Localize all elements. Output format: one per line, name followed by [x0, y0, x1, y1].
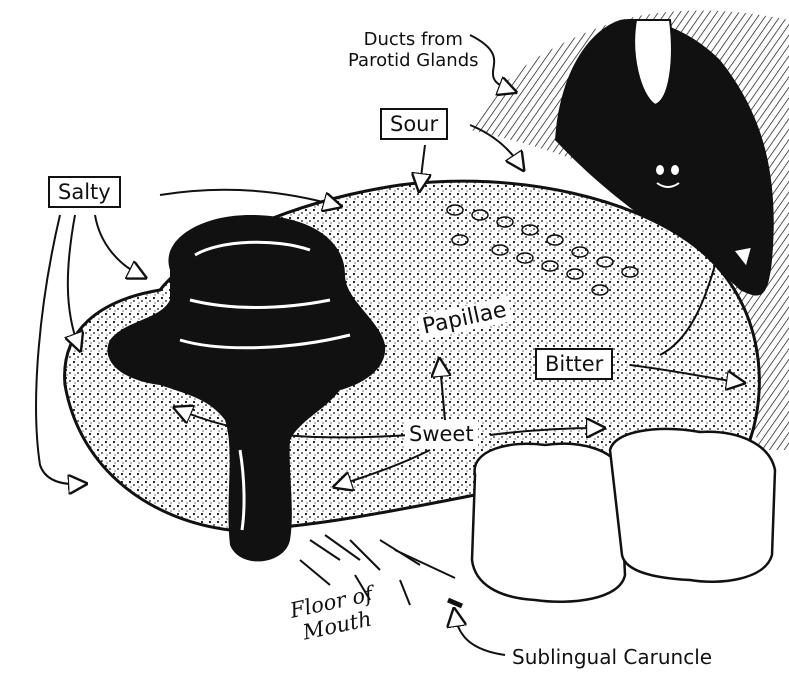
sublingual-caruncle	[448, 600, 462, 606]
parotid-ducts-line1: Ducts from	[348, 30, 479, 51]
parotid-ducts-label: Ducts from Parotid Glands	[348, 30, 479, 71]
molar-back	[610, 429, 775, 582]
salty-label: Salty	[48, 176, 121, 208]
uvula-label: Uvula	[641, 24, 662, 75]
parotid-ducts-line2: Parotid Glands	[348, 51, 479, 72]
molar-front	[472, 444, 625, 602]
sublingual-caruncle-label: Sublingual Caruncle	[512, 646, 712, 669]
face-eye-right	[671, 165, 679, 175]
sweet-label: Sweet	[405, 420, 478, 448]
face-eye-left	[656, 165, 664, 175]
sour-label: Sour	[380, 108, 448, 140]
bitter-label: Bitter	[535, 348, 613, 380]
